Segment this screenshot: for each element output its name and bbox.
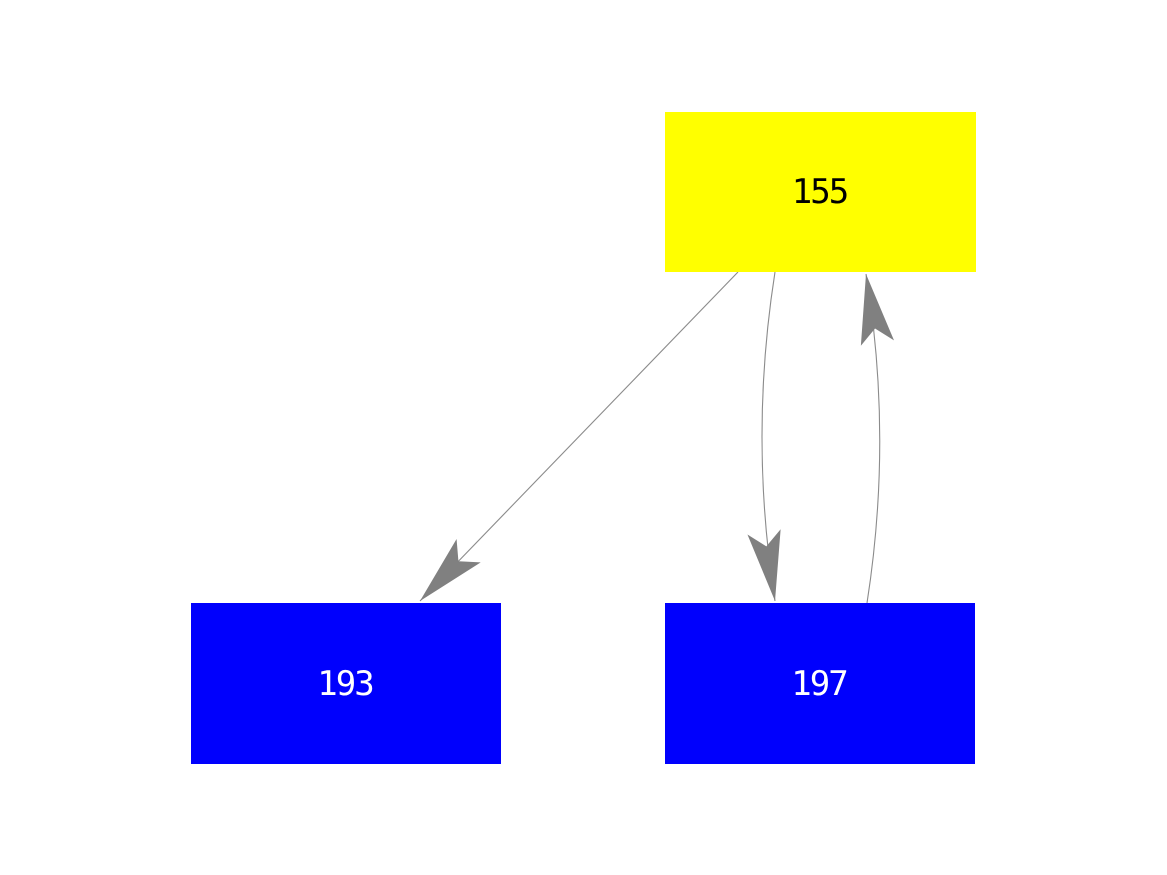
graph-node-193: 193: [191, 603, 501, 764]
graph-node-197: 197: [665, 603, 975, 764]
graph-node-155: 155: [665, 112, 976, 272]
node-label: 193: [317, 663, 374, 704]
edge-197-to-155: [860, 273, 895, 604]
edge-155-to-197: [747, 271, 781, 602]
node-label: 155: [791, 172, 849, 212]
edge-155-to-193: [419, 271, 739, 602]
node-label: 197: [791, 663, 848, 704]
